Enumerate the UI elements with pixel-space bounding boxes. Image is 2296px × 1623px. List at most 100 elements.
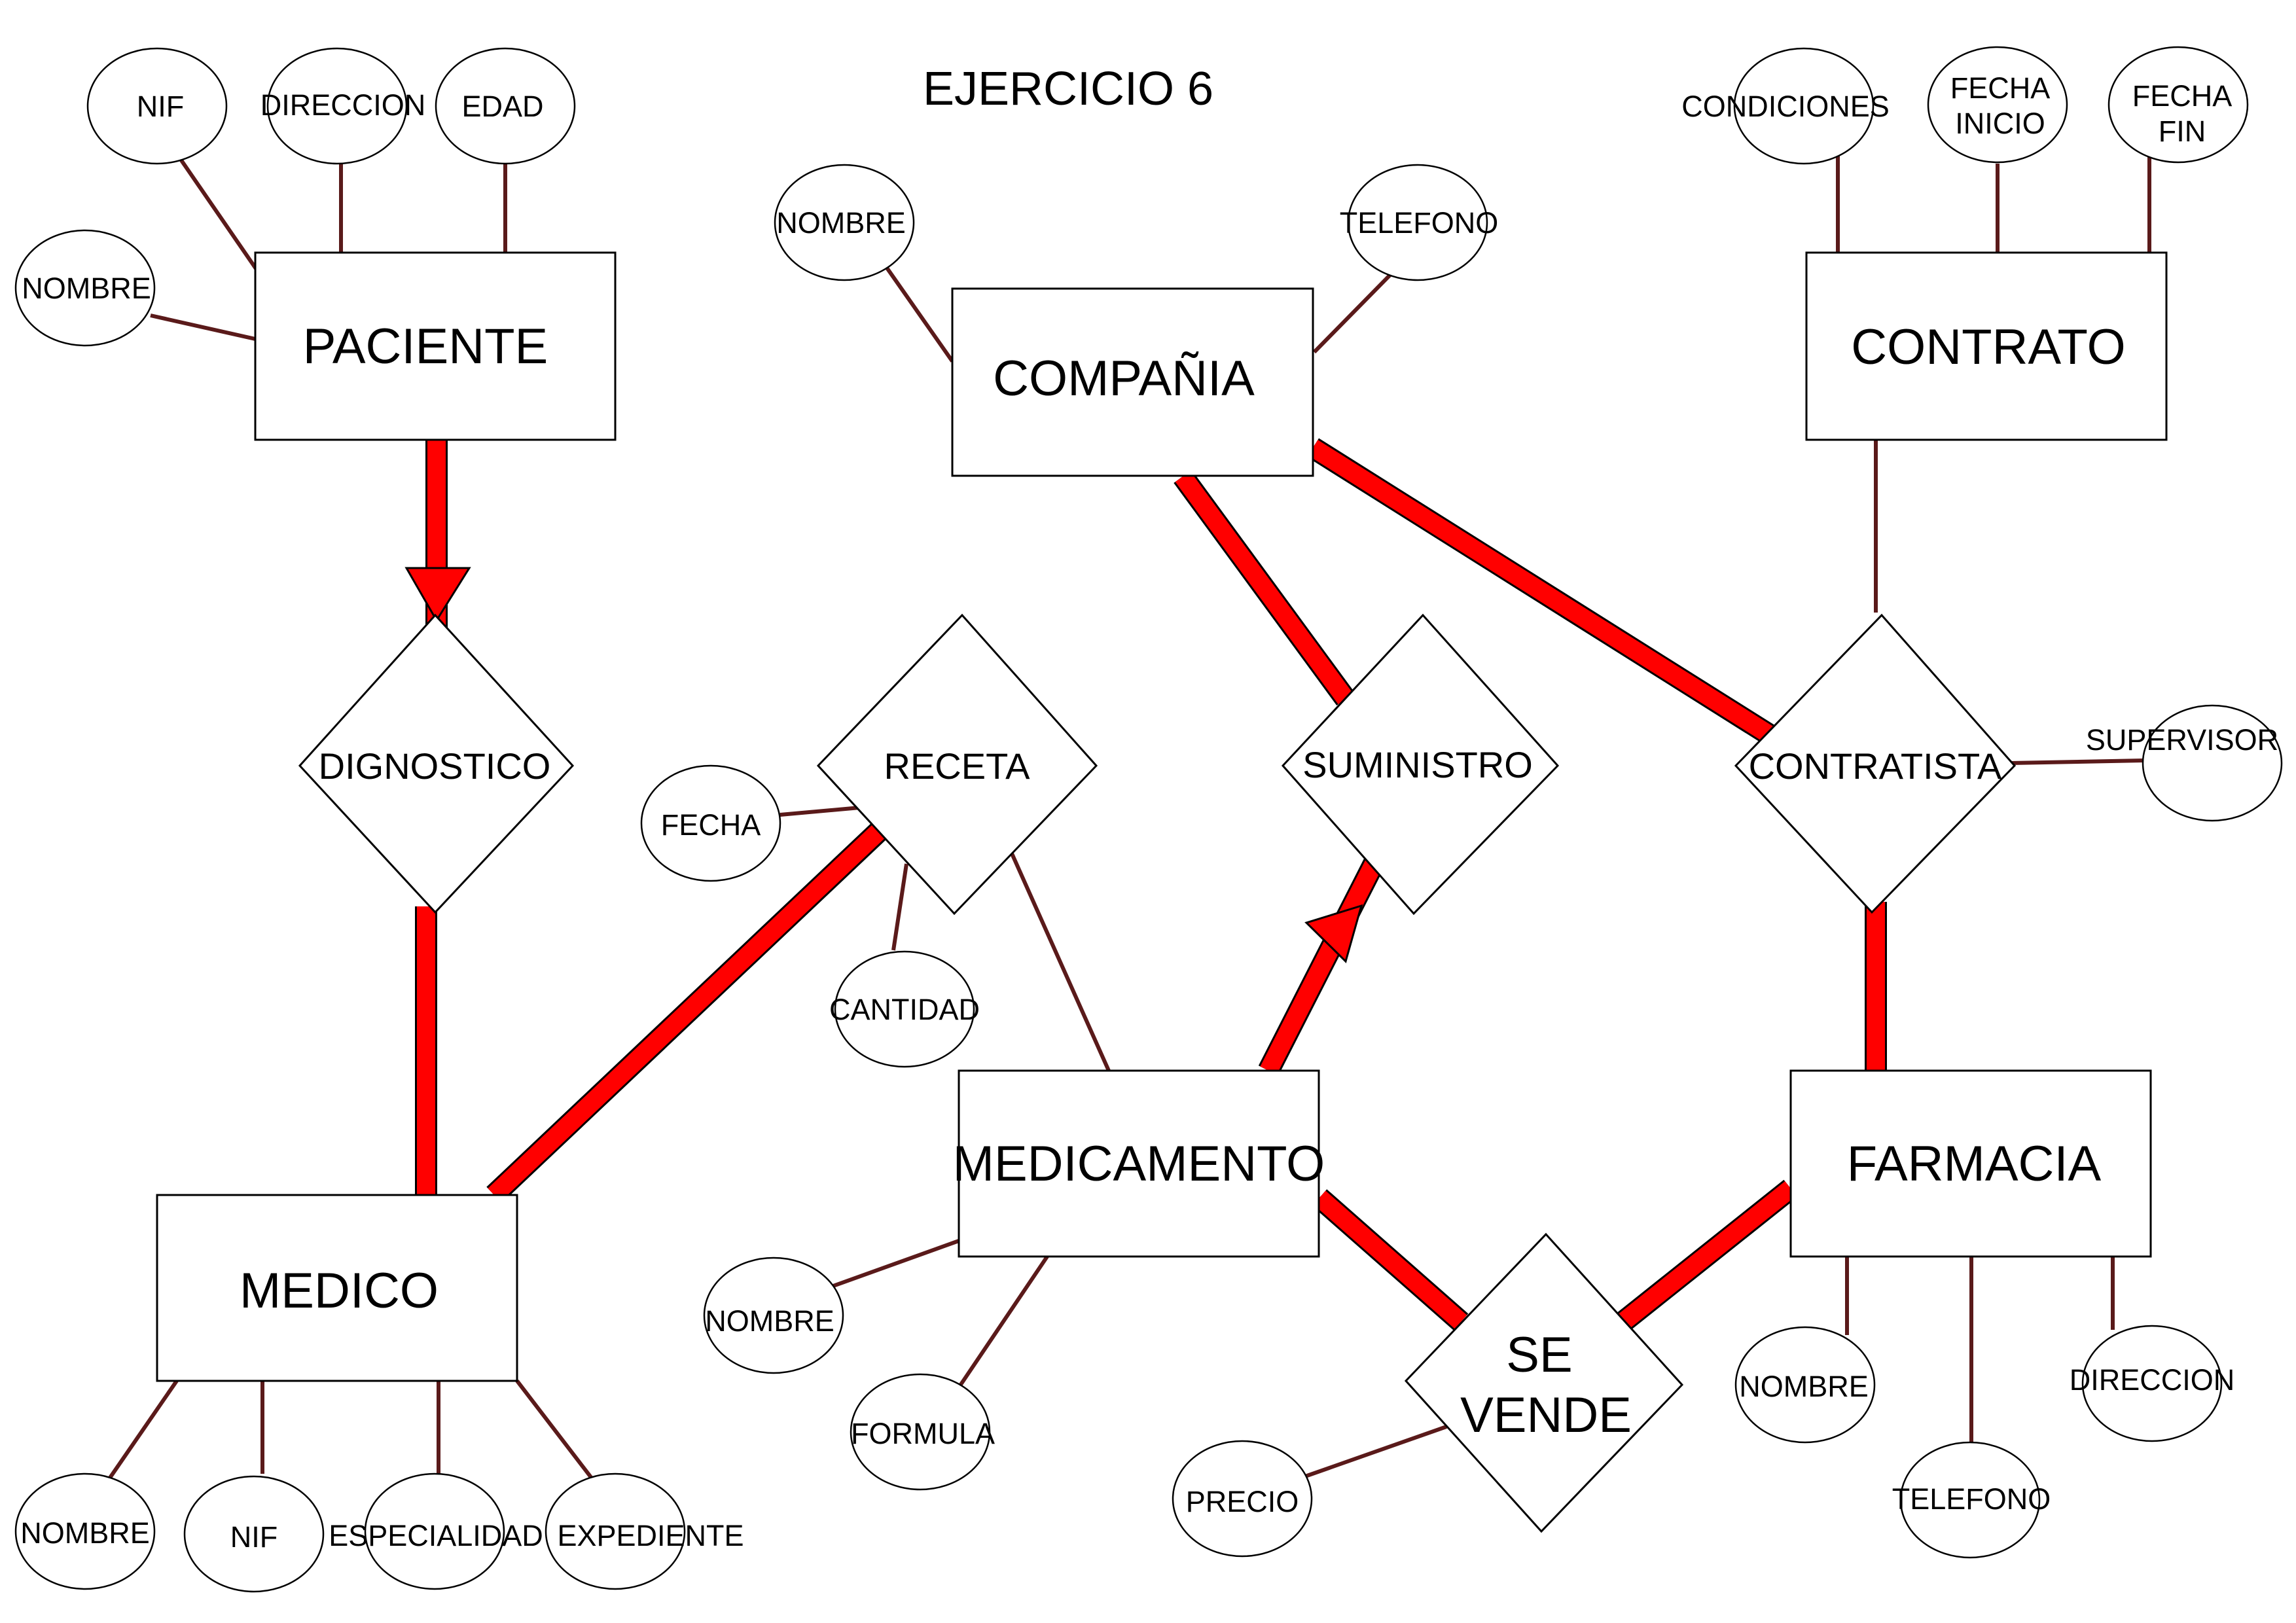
attribute-farmacia-direccion: DIRECCION	[2070, 1325, 2235, 1442]
attribute-paciente-direccion: DIRECCION	[260, 47, 426, 165]
attribute-ellipse	[2108, 46, 2249, 164]
attribute-ellipse	[640, 764, 781, 882]
attribute-ellipse	[1347, 164, 1488, 281]
attribute-label: FORMULA	[851, 1417, 995, 1450]
attribute-farmacia-telefono: TELEFONO	[1892, 1441, 2051, 1559]
entity-paciente: PACIENTE	[254, 251, 617, 441]
attribute-ellipse	[1734, 1326, 1876, 1444]
attribute-label: NIF	[137, 90, 185, 123]
attribute-paciente-edad: EDAD	[435, 47, 576, 165]
attribute-contrato-fecha-fin: FECHA FIN	[2108, 46, 2249, 164]
attribute-compania-telefono: TELEFONO	[1340, 164, 1499, 281]
attribute-compania-nombre: NOMBRE	[774, 164, 915, 281]
entity-label: MEDICAMENTO	[953, 1136, 1325, 1192]
attribute-label: NIF	[230, 1520, 278, 1554]
attribute-ellipse	[2081, 1325, 2223, 1442]
arrowhead-suministro-icon	[1304, 904, 1363, 963]
relationship-contratista: CONTRATISTA	[1734, 613, 2017, 914]
attribute-medicamento-nombre: NOMBRE	[703, 1257, 844, 1374]
attribute-ellipse	[703, 1257, 844, 1374]
attribute-medico-expediente: EXPEDIENTE	[545, 1472, 744, 1590]
entity-label: FARMACIA	[1847, 1136, 2102, 1192]
connector	[1304, 1425, 1447, 1478]
attribute-label: ESPECIALIDAD	[329, 1519, 543, 1552]
attribute-ellipse	[14, 1472, 156, 1590]
connector	[891, 863, 908, 951]
entity-box	[951, 287, 1314, 477]
attribute-medico-nombre: NOMBRE	[14, 1472, 156, 1590]
connector	[883, 264, 954, 363]
attribute-ellipse	[14, 229, 156, 347]
connector	[780, 806, 861, 817]
relationship-label: RECETA	[884, 745, 1031, 787]
relationship-label: CONTRATISTA	[1749, 745, 2002, 787]
attribute-label: DIRECCION	[260, 88, 426, 122]
entity-label: MEDICO	[240, 1263, 439, 1319]
relationship-connectors	[415, 438, 1887, 1331]
attribute-receta-fecha: FECHA	[640, 764, 781, 882]
attribute-receta-cantidad: CANTIDAD	[829, 950, 980, 1068]
entity-contrato: CONTRATO	[1805, 251, 2168, 441]
attribute-medico-nif: NIF	[183, 1475, 325, 1593]
diagram-title: EJERCICIO 6	[923, 63, 1213, 115]
connector-medicamento-suministro	[1260, 858, 1383, 1075]
connector	[178, 157, 259, 271]
relationship-suministro: SUMINISTRO	[1281, 613, 1560, 916]
attribute-label: FECHA	[1950, 71, 2051, 105]
attribute-ellipse	[1172, 1440, 1313, 1558]
relationship-dignostico: DIGNOSTICO	[298, 613, 575, 914]
attribute-label: TELEFONO	[1892, 1482, 2051, 1516]
connector	[515, 1380, 594, 1480]
attribute-ellipse	[183, 1475, 325, 1593]
attribute-label: FIN	[2159, 115, 2206, 148]
attribute-ellipse	[1927, 46, 2068, 164]
attribute-label: INICIO	[1955, 107, 2045, 140]
attribute-ellipse	[774, 164, 915, 281]
attribute-ellipse	[86, 47, 228, 165]
relationship-label-line1: SE	[1506, 1327, 1572, 1383]
attribute-ellipse	[1733, 47, 1874, 165]
attribute-label: NOMBRE	[20, 1516, 150, 1550]
arrowhead-dignostico-icon	[404, 567, 471, 622]
attribute-label: CANTIDAD	[829, 993, 980, 1026]
connector-sevende-farmacia	[1617, 1181, 1797, 1329]
entity-box	[156, 1194, 518, 1382]
entity-label: COMPAÑIA	[993, 351, 1255, 406]
attribute-sevende-precio: PRECIO	[1172, 1440, 1313, 1558]
attribute-ellipse	[266, 47, 408, 165]
relationship-diamond	[816, 613, 1098, 916]
attribute-medico-especialidad: ESPECIALIDAD	[329, 1472, 543, 1590]
attribute-medicamento-formula: FORMULA	[850, 1373, 995, 1491]
entity-box	[254, 251, 617, 441]
connector-medicamento-sevende	[1313, 1190, 1467, 1329]
connector-compania-suministro	[1175, 471, 1354, 705]
relationship-diamond	[1734, 613, 2017, 914]
relationship-diamond	[1281, 613, 1560, 916]
attribute-label: NOMBRE	[22, 272, 151, 305]
attribute-farmacia-nombre: NOMBRE	[1734, 1326, 1876, 1444]
connector-medico-receta	[488, 823, 887, 1202]
relationship-label-line2: VENDE	[1460, 1387, 1632, 1443]
attribute-label: NOMBRE	[705, 1304, 834, 1338]
attribute-label: EXPEDIENTE	[557, 1519, 744, 1552]
attribute-label: EDAD	[461, 90, 543, 123]
attribute-ellipse	[435, 47, 576, 165]
entity-farmacia: FARMACIA	[1789, 1069, 2152, 1258]
connector	[1009, 851, 1111, 1072]
attribute-ellipse	[364, 1472, 505, 1590]
entity-box	[1805, 251, 2168, 441]
attribute-label: NOMBRE	[1739, 1370, 1869, 1403]
entity-compania: COMPAÑIA	[951, 287, 1314, 477]
attribute-label: FECHA	[2132, 79, 2233, 113]
relationship-label: DIGNOSTICO	[319, 745, 551, 787]
connector	[150, 313, 256, 341]
attribute-paciente-nif: NIF	[86, 47, 228, 165]
connector	[957, 1255, 1049, 1389]
relationship-diamond	[298, 613, 575, 914]
attribute-label: TELEFONO	[1340, 206, 1499, 240]
connector	[830, 1239, 960, 1289]
attribute-ellipse	[2142, 704, 2283, 822]
attribute-label: DIRECCION	[2070, 1363, 2235, 1397]
attribute-ellipse	[1899, 1441, 2041, 1559]
